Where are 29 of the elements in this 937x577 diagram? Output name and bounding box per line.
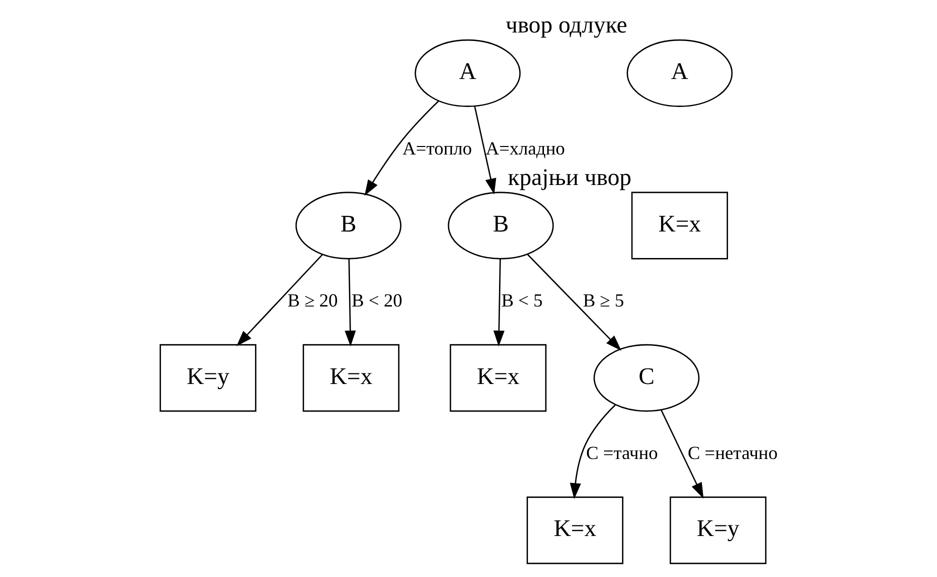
node-box: K=x (526, 496, 623, 564)
edge-label: B ≥ 20 (287, 290, 338, 312)
arrow (492, 259, 504, 347)
node-label: крајњи чвор (507, 165, 631, 192)
arrow (569, 404, 616, 500)
arrow (236, 254, 322, 346)
node-box: K=x (449, 344, 546, 412)
arrow (660, 410, 704, 499)
node-label: чвор одлуке (505, 12, 627, 39)
edge-label: B < 5 (500, 290, 542, 312)
edge-label: B < 20 (351, 290, 402, 312)
arrow (474, 106, 496, 194)
node-box: K=x (302, 344, 399, 412)
node-ellipse: B (294, 192, 401, 260)
node-ellipse: A (414, 39, 520, 107)
node-box: K=x (630, 192, 728, 260)
node-ellipse: A (626, 39, 732, 107)
node-box: K=y (669, 496, 766, 564)
edge-label: B ≥ 5 (582, 290, 624, 312)
node-ellipse: B (447, 192, 554, 260)
node-box: K=y (159, 344, 256, 412)
arrow (364, 100, 438, 196)
arrow (344, 259, 356, 347)
edge-label: A=хладно (485, 138, 564, 160)
arrow (526, 254, 621, 351)
edge-label: C =тачно (586, 443, 658, 464)
edge-label: A=топло (402, 138, 472, 160)
edge-label: C =нетачно (687, 443, 778, 464)
node-ellipse: C (593, 344, 700, 412)
